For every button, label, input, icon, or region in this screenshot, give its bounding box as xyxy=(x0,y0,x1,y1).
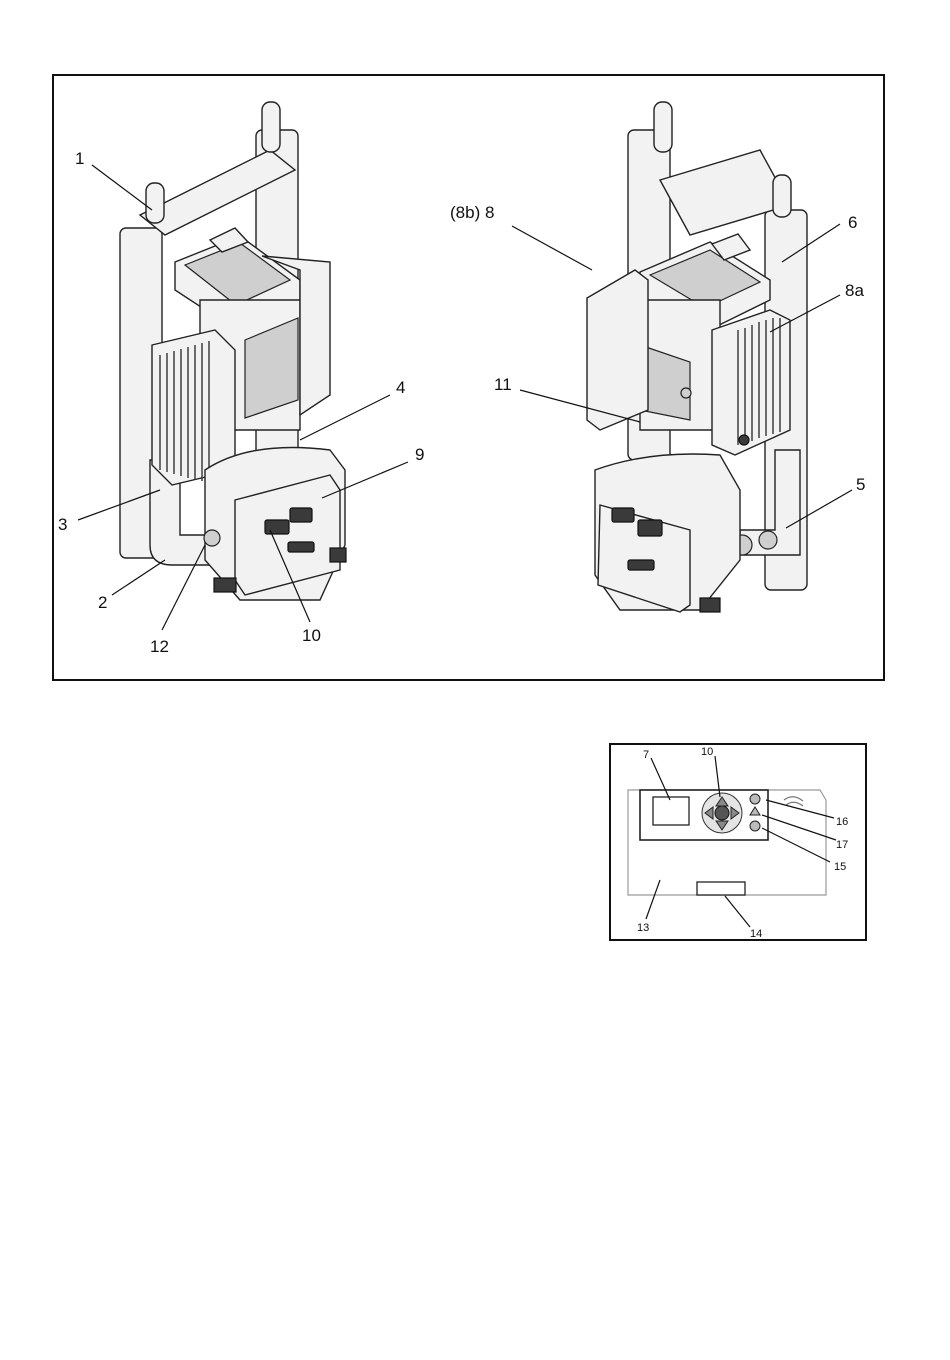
callout-5: 5 xyxy=(856,475,865,494)
callout-4: 4 xyxy=(396,378,405,397)
ok-button-icon xyxy=(715,806,729,820)
label-pocket xyxy=(697,882,745,895)
callout-8a: 8a xyxy=(845,281,864,300)
panel-callout-17: 17 xyxy=(836,839,848,851)
left-pump-illustration xyxy=(120,102,346,600)
callout-6: 6 xyxy=(848,213,857,232)
panel-callout-10: 10 xyxy=(701,746,713,758)
callout-10: 10 xyxy=(302,626,321,645)
key-16-icon xyxy=(750,794,760,804)
display-screen xyxy=(653,797,689,825)
callout-1: 1 xyxy=(75,149,84,168)
control-panel-illustration xyxy=(628,790,826,895)
right-pump-illustration xyxy=(587,102,807,612)
callout-11: 11 xyxy=(494,375,512,394)
panel-callout-16: 16 xyxy=(836,816,848,828)
callout-8b-8: (8b) 8 xyxy=(450,203,494,222)
callout-3: 3 xyxy=(58,515,67,534)
panel-callout-7: 7 xyxy=(643,749,649,761)
panel-callout-15: 15 xyxy=(834,861,846,873)
panel-callout-14: 14 xyxy=(750,928,762,940)
callout-2: 2 xyxy=(98,593,107,612)
callout-12: 12 xyxy=(150,637,169,656)
callout-9: 9 xyxy=(415,445,424,464)
panel-callout-13: 13 xyxy=(637,922,649,934)
key-15-icon xyxy=(750,821,760,831)
